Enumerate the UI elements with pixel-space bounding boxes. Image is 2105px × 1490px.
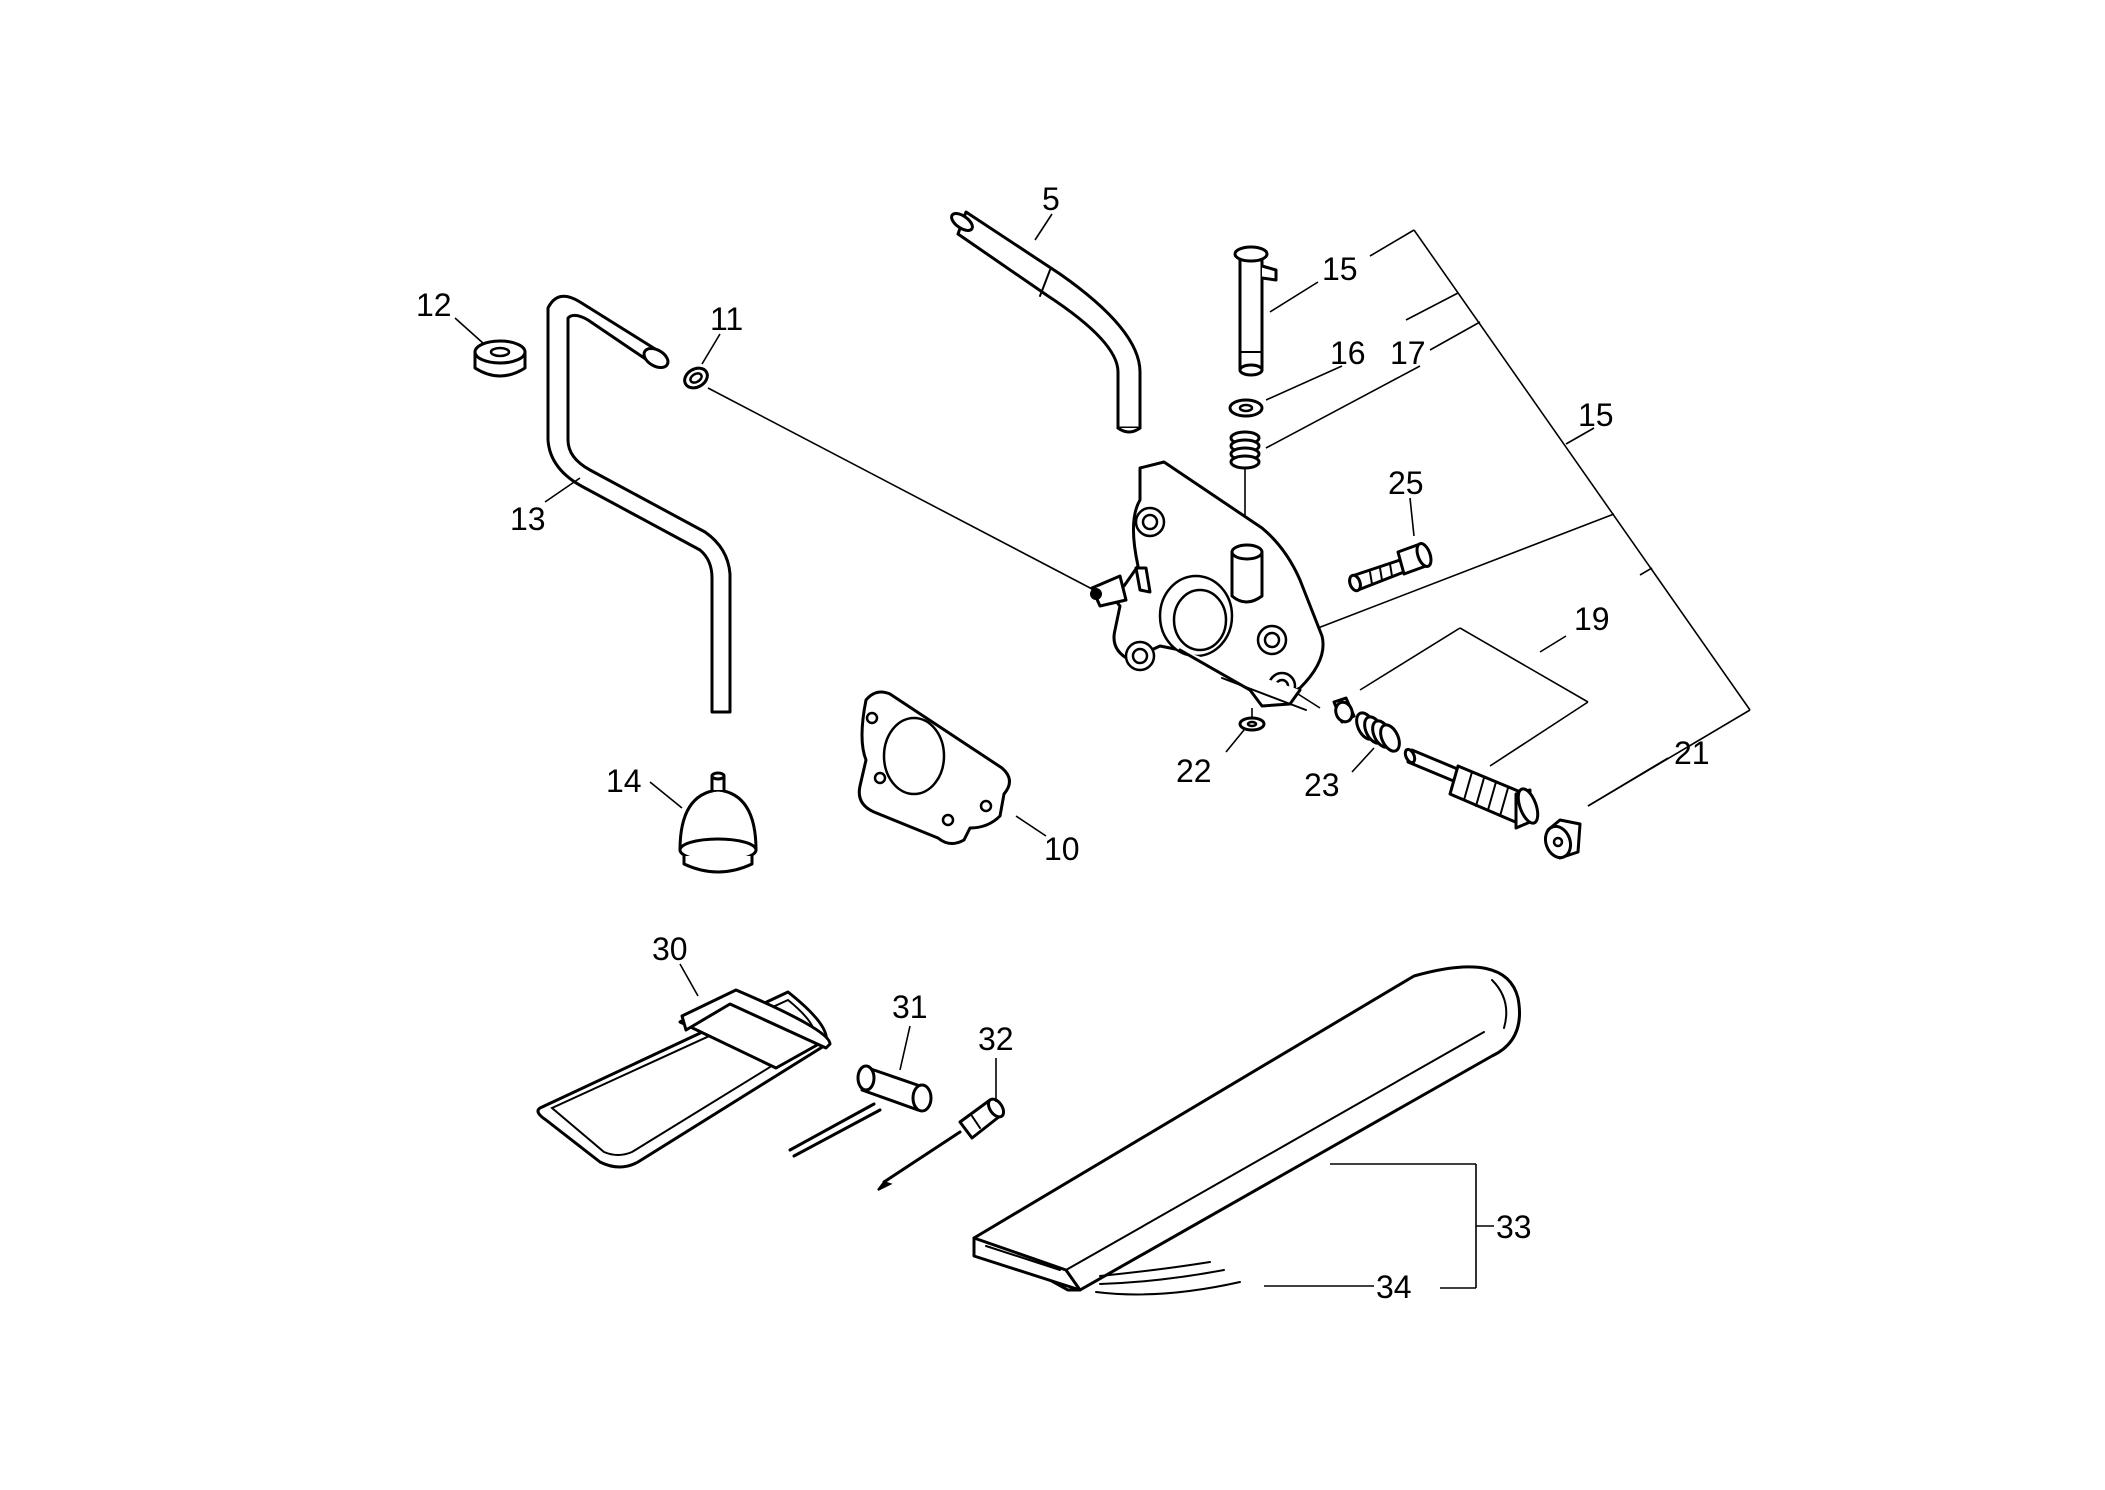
- pump-screw-line: [1297, 693, 1321, 709]
- callout-31: 31: [892, 989, 928, 1025]
- leader-14: [649, 781, 683, 809]
- part-10-gasket[interactable]: [857, 690, 1011, 845]
- leader-5: [1034, 213, 1053, 241]
- part-19-worm-gear[interactable]: [1403, 747, 1541, 830]
- part-16-pin[interactable]: [1233, 245, 1278, 377]
- part-22-spring[interactable]: [1353, 710, 1403, 754]
- part-21-cap[interactable]: [1541, 818, 1582, 861]
- leader-12: [454, 317, 485, 345]
- leader-23: [1225, 729, 1245, 753]
- callout-5: 5: [1042, 181, 1060, 217]
- leader-16: [1269, 281, 1319, 313]
- callout-30: 30: [652, 931, 688, 967]
- callout-10: 10: [1044, 831, 1080, 867]
- part-30-tool-pouch[interactable]: [536, 988, 832, 1169]
- part-32-screwdriver[interactable]: [877, 1096, 1007, 1191]
- part-13-oil-hose[interactable]: [546, 294, 732, 714]
- callout-22: 23: [1304, 767, 1340, 803]
- part-33-bar-cover[interactable]: [972, 965, 1521, 1296]
- callout-21: 21: [1674, 735, 1710, 771]
- bracket-33: [1330, 1163, 1494, 1288]
- callout-34: 34: [1376, 1269, 1412, 1305]
- part-5-hose[interactable]: [949, 210, 1142, 434]
- callout-13: 13: [510, 501, 546, 537]
- oil-pump-body[interactable]: [1090, 460, 1325, 711]
- callout-32: 32: [978, 1021, 1014, 1057]
- leader-13: [544, 477, 581, 503]
- part-31-t-wrench[interactable]: [788, 1064, 933, 1158]
- callout-17: 16: [1330, 335, 1366, 371]
- bracket-15: [1317, 229, 1751, 807]
- leader-18: [1265, 365, 1421, 449]
- part-23-washer[interactable]: [1238, 716, 1266, 732]
- callout-16: 15: [1322, 251, 1358, 287]
- callout-15: 15: [1578, 397, 1614, 433]
- bracket-19: [1359, 627, 1589, 767]
- callout-19: 19: [1574, 601, 1610, 637]
- leader-15: [1565, 427, 1595, 445]
- part-19-bushing[interactable]: [1332, 696, 1356, 724]
- part-14-primer-bulb[interactable]: [678, 771, 758, 874]
- leader-30: [679, 963, 699, 997]
- part-25-bolt[interactable]: [1348, 542, 1434, 593]
- callout-14-label: 14: [606, 763, 642, 799]
- leader-22: [1351, 747, 1375, 773]
- callout-23: 22: [1176, 753, 1212, 789]
- part-17-washer[interactable]: [1228, 398, 1264, 418]
- part-12-grommet[interactable]: [473, 339, 527, 378]
- callout-12: 12: [416, 287, 452, 323]
- leader-17: [1265, 365, 1343, 401]
- callout-11: 11: [710, 301, 743, 337]
- callout-25: 25: [1388, 465, 1424, 501]
- callout-18: 17: [1390, 335, 1426, 371]
- part-18-spring[interactable]: [1229, 430, 1261, 470]
- part-11-o-ring[interactable]: [681, 364, 711, 392]
- leader-31: [899, 1025, 911, 1071]
- assembly-line-11: [707, 387, 1095, 591]
- callout-33: 33: [1496, 1209, 1532, 1245]
- leader-10: [1015, 815, 1047, 837]
- leader-11: [701, 333, 721, 365]
- leader-21: [1587, 757, 1669, 807]
- leader-25: [1409, 497, 1415, 537]
